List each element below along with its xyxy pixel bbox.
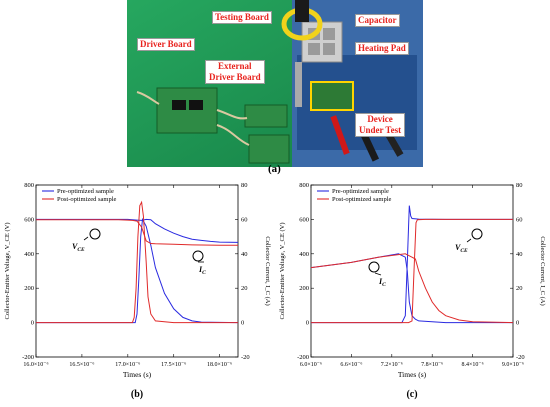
label-external-driver-board-line2: Driver Board: [209, 72, 261, 82]
y-axis-label-right: Collector Current, I_C (A): [264, 236, 271, 305]
series-1-ic-line: [36, 200, 238, 324]
chart-b: 16.0×10⁻⁶ 16.5×10⁻⁶ 17.0×10⁻⁶ 17.5×10⁻⁶ 18.0…: [0, 177, 275, 402]
annotation-arrow: [466, 238, 472, 243]
label-heating-pad: Heating Pad: [355, 42, 409, 55]
plot-frame: [310, 184, 514, 358]
annotation-subscript: C: [382, 282, 386, 288]
label-dut-line2: Under Test: [359, 125, 402, 135]
label-dut-line1: Device: [367, 114, 393, 124]
y-tick-label-right: 40: [241, 251, 248, 258]
label-device-under-test: Device Under Test: [355, 113, 406, 137]
y-axis-label-right: Collector Current, I_C (A): [539, 236, 546, 305]
x-tick-label: 9.0×10⁻⁶: [502, 362, 524, 368]
y-tick-label-left: 600: [299, 216, 309, 223]
label-testing-board: Testing Board: [212, 11, 272, 24]
y-tick-label-right: -20: [516, 354, 525, 361]
y-tick-label-left: 600: [24, 216, 34, 223]
y-tick-label-right: 40: [516, 251, 523, 258]
y-tick-label-right: -20: [241, 354, 250, 361]
test-setup-illustration: [127, 0, 423, 167]
y-axis-label-left: Collector-Emitter Voltage, V_CE (V): [4, 223, 11, 320]
series-1-vce-line: [311, 218, 513, 324]
x-tick-label: 17.5×10⁻⁶: [161, 362, 186, 368]
y-tick-label-right: 80: [241, 182, 248, 189]
annotation-label: IC: [378, 277, 386, 288]
series-1-ic-line: [310, 253, 514, 324]
panel-caption: (b): [131, 389, 143, 400]
y-tick-label-left: -200: [297, 354, 309, 361]
annotation-subscript: C: [202, 270, 206, 276]
y-tick-label-right: 60: [241, 216, 248, 223]
legend-label-0: Pre-optimized sample: [57, 188, 114, 195]
y-tick-label-right: 20: [516, 285, 523, 292]
legend-label-0: Pre-optimized sample: [332, 188, 389, 195]
x-tick-label: 16.5×10⁻⁶: [69, 362, 94, 368]
chart-c: 6.0×10⁻⁶ 6.6×10⁻⁶ 7.2×10⁻⁶ 7.8×10⁻⁶ 8.4×10⁻⁶…: [275, 177, 550, 402]
annotation-arrow: [83, 236, 89, 241]
y-tick-label-right: 20: [241, 285, 248, 292]
x-tick-label: 16.0×10⁻⁶: [23, 362, 48, 368]
y-tick-label-right: 0: [516, 320, 519, 327]
x-tick-label: 6.0×10⁻⁶: [300, 362, 322, 368]
y-tick-label-left: 800: [24, 182, 34, 189]
label-external-driver-board: External Driver Board: [205, 60, 265, 84]
annotation-circle: [368, 261, 380, 273]
y-tick-label-left: 200: [24, 285, 34, 292]
y-tick-label-left: 0: [306, 320, 309, 327]
y-tick-label-left: -200: [22, 354, 34, 361]
y-axis-label-left: Collector-Emitter Voltage, V_CE (V): [279, 223, 286, 320]
series-1-vce-line: [36, 219, 238, 246]
chart-c-svg: 6.0×10⁻⁶ 6.6×10⁻⁶ 7.2×10⁻⁶ 7.8×10⁻⁶ 8.4×10⁻⁶…: [279, 182, 546, 400]
legend-label-1: Post-optimized sample: [332, 196, 392, 203]
label-driver-board: Driver Board: [137, 38, 195, 51]
y-tick-label-right: 0: [241, 320, 244, 327]
annotation-label: VCE: [455, 243, 468, 254]
annotation-arrow: [374, 272, 382, 276]
annotation-subscript: CE: [77, 247, 85, 253]
y-tick-label-left: 800: [299, 182, 309, 189]
legend-label-1: Post-optimized sample: [57, 196, 117, 203]
x-tick-label: 18.0×10⁻⁶: [207, 362, 232, 368]
series-0-ic-line: [36, 217, 239, 324]
annotation-label: IC: [198, 265, 206, 276]
y-tick-label-right: 60: [516, 216, 523, 223]
label-capacitor: Capacitor: [355, 14, 400, 27]
annotation-circle: [192, 250, 204, 262]
annotation-circle: [89, 228, 101, 240]
x-tick-label: 6.6×10⁻⁶: [340, 362, 362, 368]
y-tick-label-left: 0: [31, 320, 34, 327]
annotation-subscript: CE: [460, 248, 468, 254]
label-external-driver-board-line1: External: [218, 61, 252, 71]
x-tick-label: 7.2×10⁻⁶: [381, 362, 403, 368]
x-axis-label: Times (s): [398, 370, 427, 379]
annotation-circle: [471, 228, 483, 240]
test-setup-photo: Testing Board Capacitor Driver Board Hea…: [127, 0, 423, 167]
series-0-vce-line: [36, 218, 239, 243]
chart-b-svg: 16.0×10⁻⁶ 16.5×10⁻⁶ 17.0×10⁻⁶ 17.5×10⁻⁶ 18.0…: [4, 182, 271, 400]
x-axis-label: Times (s): [123, 370, 152, 379]
x-tick-label: 17.0×10⁻⁶: [115, 362, 140, 368]
y-tick-label-left: 400: [299, 251, 309, 258]
annotation-label: VCE: [72, 242, 85, 253]
panel-label-a: (a): [268, 163, 281, 175]
x-tick-label: 8.4×10⁻⁶: [462, 362, 484, 368]
x-tick-label: 7.8×10⁻⁶: [421, 362, 443, 368]
y-tick-label-right: 80: [516, 182, 523, 189]
y-tick-label-left: 200: [299, 285, 309, 292]
panel-caption: (c): [406, 389, 417, 400]
y-tick-label-left: 400: [24, 251, 34, 258]
